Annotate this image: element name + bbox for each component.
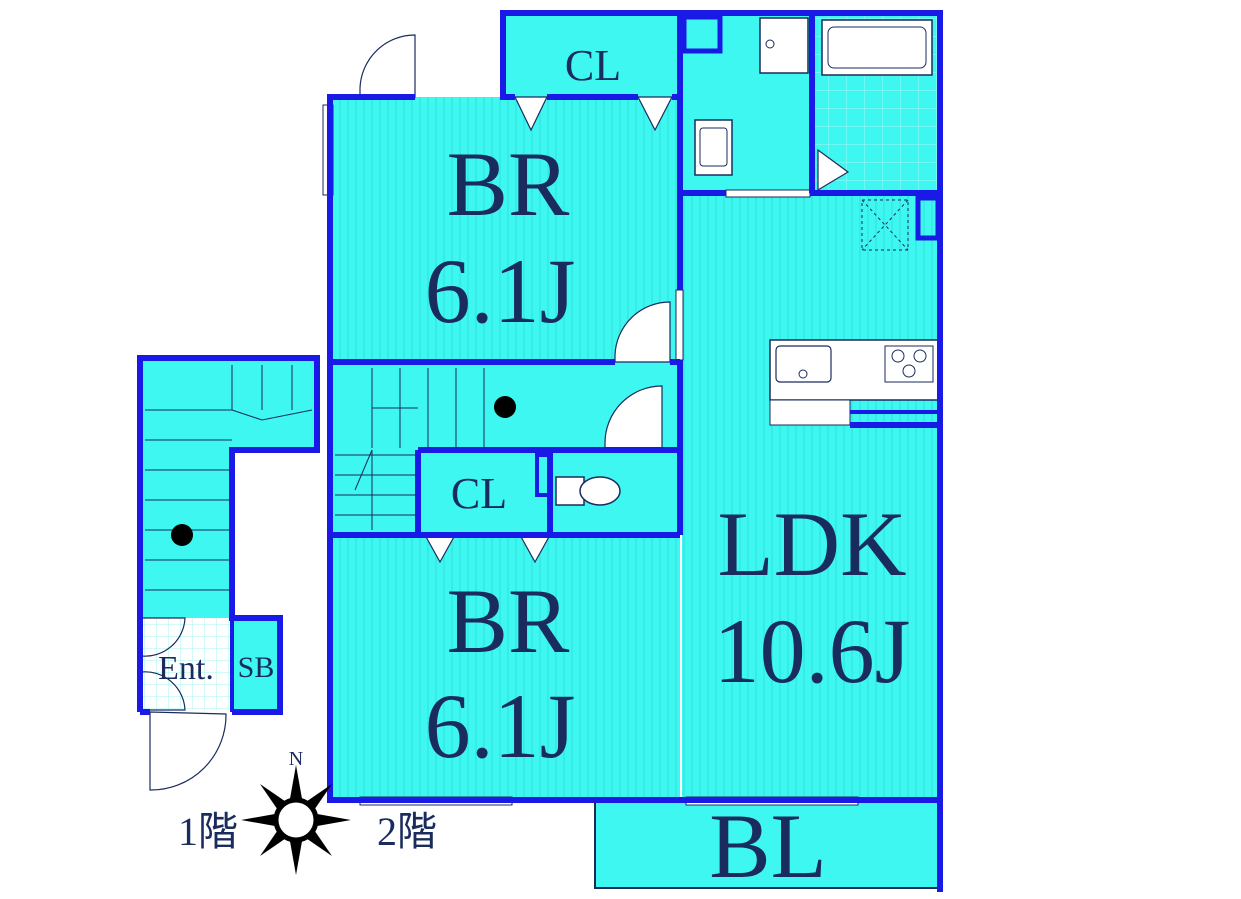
- washbasin-icon: [694, 119, 733, 176]
- stair-marker-second-floor: [494, 396, 516, 418]
- closet-mid-floor: [418, 450, 550, 532]
- stairwell-floor: [140, 358, 317, 618]
- stair-marker-first-floor: [171, 524, 193, 546]
- refrigerator-space: [861, 199, 909, 251]
- bedroom-bottom-name: BR: [447, 570, 570, 672]
- entrance-floor: [141, 618, 232, 710]
- balcony-floor: [595, 802, 940, 888]
- bedroom-top-size: 6.1J: [425, 240, 576, 342]
- stair-treads-first-floor: [145, 365, 313, 591]
- entrance-label: Ent.: [158, 650, 214, 687]
- washing-machine-icon: [759, 17, 809, 74]
- floor-1-label: 1階: [178, 809, 238, 854]
- floor-2-label: 2階: [377, 809, 437, 854]
- shoe-box-label: SB: [238, 651, 275, 684]
- bathtub: [821, 19, 933, 76]
- bedroom-top-name: BR: [447, 133, 570, 235]
- stairs-floor: [330, 450, 418, 532]
- bedroom-top-floor: [330, 97, 680, 362]
- closet-top-label: CL: [565, 41, 621, 90]
- balcony-rail: [594, 802, 940, 889]
- ldk-size: 10.6J: [714, 600, 911, 702]
- closet-top-floor: [503, 13, 680, 97]
- stair-treads-second-floor: [335, 368, 485, 530]
- closet-door-markers: [423, 96, 850, 564]
- compass-rose: [241, 765, 351, 875]
- walls: [137, 10, 943, 803]
- door-swings: [140, 34, 671, 791]
- ldk-name: LDK: [717, 493, 906, 595]
- balcony-label: BL: [709, 795, 827, 897]
- closet-mid-label: CL: [451, 469, 507, 518]
- bedroom-bottom-size: 6.1J: [425, 675, 576, 777]
- kitchen-counter: [769, 339, 939, 426]
- toilet-icon: [555, 476, 621, 506]
- compass-north-label: N: [289, 748, 303, 770]
- ldk-floor: [682, 195, 940, 800]
- bedroom-bottom-floor: [330, 535, 680, 800]
- shoe-box-floor: [232, 618, 280, 710]
